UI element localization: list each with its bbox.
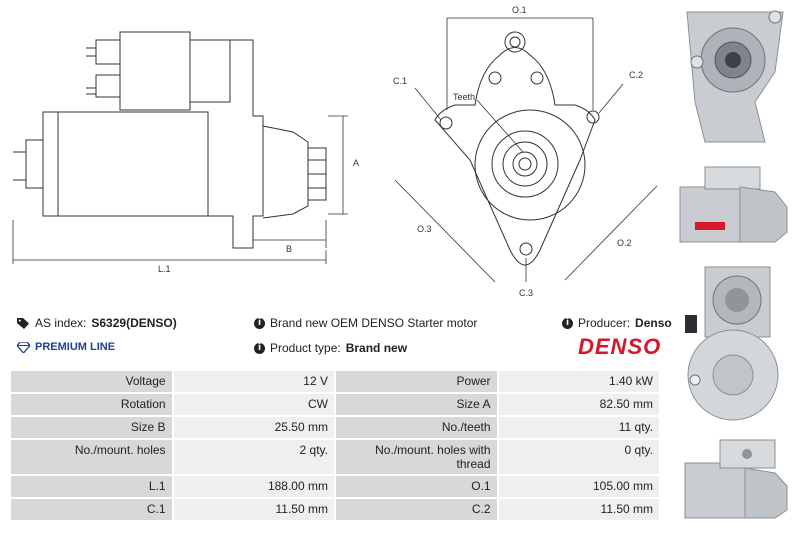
product-photo-side[interactable] xyxy=(675,157,793,252)
premium-line-row: PREMIUM LINE xyxy=(17,341,115,353)
denso-logo: DENSO xyxy=(578,334,662,359)
spec-label: C.1 xyxy=(11,499,172,520)
spec-value: 188.00 mm xyxy=(173,476,334,497)
premium-line-label: PREMIUM LINE xyxy=(35,341,116,353)
spec-label: No./mount. holes with thread xyxy=(335,440,497,474)
spec-label: Size A xyxy=(335,394,497,415)
product-photo-top[interactable] xyxy=(675,428,793,531)
spec-value: 0 qty. xyxy=(498,440,659,474)
spec-value: 105.00 mm xyxy=(498,476,659,497)
dimension-o3-label: O.3 xyxy=(417,224,432,234)
spec-label: No./mount. holes xyxy=(11,440,172,474)
spec-label: Rotation xyxy=(11,394,172,415)
product-description: Brand new OEM DENSO Starter motor xyxy=(270,316,478,330)
spec-label: No./teeth xyxy=(335,417,497,438)
product-type-label: Product type: xyxy=(270,341,341,355)
dimension-c2-label: C.2 xyxy=(629,70,643,80)
spec-value: CW xyxy=(173,394,334,415)
tag-icon xyxy=(17,317,29,329)
spec-label: L.1 xyxy=(11,476,172,497)
spec-value: 11.50 mm xyxy=(498,499,659,520)
spec-label: Size B xyxy=(11,417,172,438)
dimension-o2-label: O.2 xyxy=(617,238,632,248)
info-icon: i xyxy=(254,317,265,329)
dimension-b-label: B xyxy=(286,244,292,254)
as-index-value: S6329(DENSO) xyxy=(91,316,177,330)
teeth-label: Teeth xyxy=(453,92,475,102)
spec-value: 82.50 mm xyxy=(498,394,659,415)
spec-value: 2 qty. xyxy=(173,440,334,474)
dimension-c1-label: C.1 xyxy=(393,76,407,86)
producer-row: i Producer: Denso xyxy=(562,316,672,330)
description-row: i Brand new OEM DENSO Starter motor xyxy=(254,316,477,330)
producer-label: Producer: xyxy=(578,316,631,330)
product-type-value: Brand new xyxy=(345,341,408,355)
as-index-row: AS index: S6329(DENSO) xyxy=(17,316,177,330)
spec-label: O.1 xyxy=(335,476,497,497)
spec-value: 25.50 mm xyxy=(173,417,334,438)
spec-value: 12 V xyxy=(173,371,334,392)
front-view-drawing: O.1 O.2 O.3 C.1 C.2 C.3 Teeth xyxy=(393,5,658,298)
dimension-o1-label: O.1 xyxy=(512,5,527,15)
spec-label: Power xyxy=(335,371,497,392)
spec-label: Voltage xyxy=(11,371,172,392)
as-index-label: AS index: xyxy=(35,316,87,330)
diamond-icon xyxy=(17,341,30,353)
producer-value: Denso xyxy=(635,316,672,330)
product-photo-rear[interactable] xyxy=(675,255,793,425)
dimension-c3-label: C.3 xyxy=(519,288,533,298)
dimension-l1-label: L.1 xyxy=(158,264,171,274)
info-icon: i xyxy=(254,342,265,354)
spec-value: 11 qty. xyxy=(498,417,659,438)
product-type-row: i Product type: Brand new xyxy=(254,341,407,355)
spec-value: 11.50 mm xyxy=(173,499,334,520)
spec-label: C.2 xyxy=(335,499,497,520)
spec-value: 1.40 kW xyxy=(498,371,659,392)
info-icon: i xyxy=(562,317,573,329)
product-photo-front[interactable] xyxy=(675,2,793,152)
dimension-a-label: A xyxy=(353,158,359,168)
side-view-drawing: A B L.1 xyxy=(12,31,359,274)
